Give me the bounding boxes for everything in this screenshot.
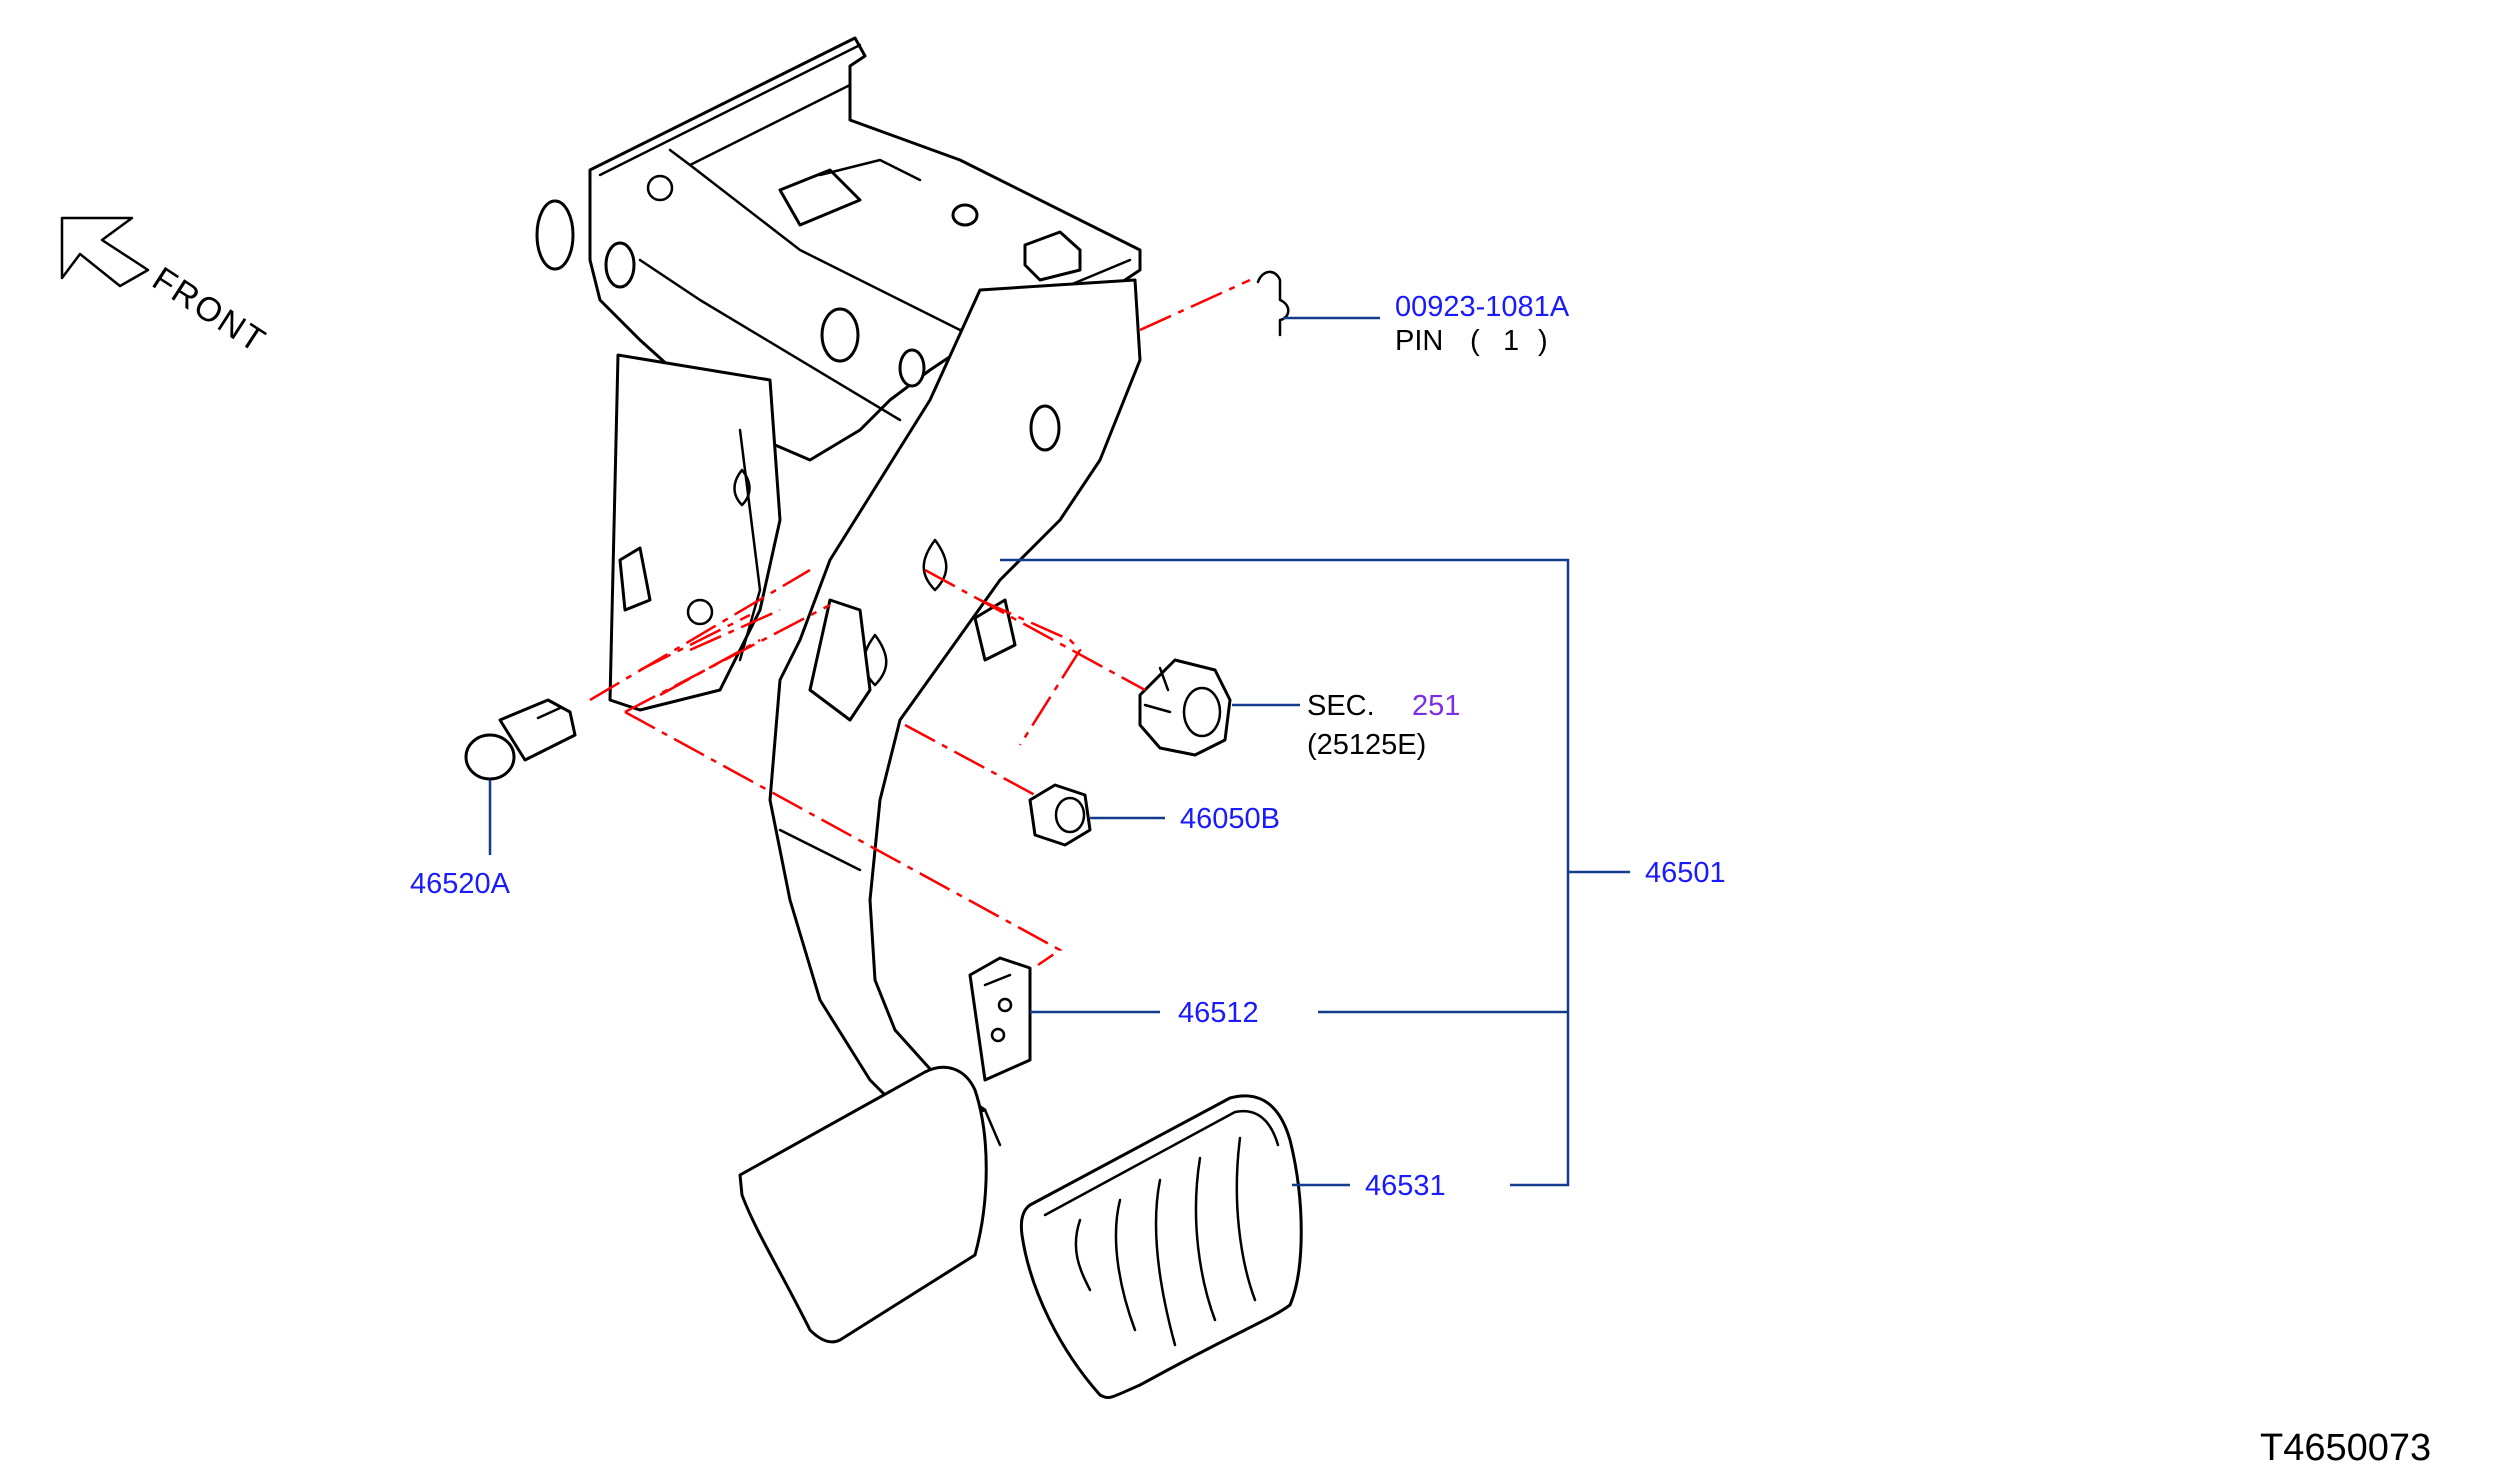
pedal-arm xyxy=(768,278,1142,1147)
section-subnumber-25125e: (25125E) xyxy=(1307,729,1426,761)
pedal-pad-46531 xyxy=(1019,1094,1303,1399)
pin-qty-open: ( xyxy=(1470,325,1480,357)
part-number-46531: 46531 xyxy=(1365,1170,1446,1202)
phantom-alignment-lines xyxy=(589,278,1251,967)
pin-qty-close: ) xyxy=(1538,325,1548,357)
section-number-251: 251 xyxy=(1412,690,1460,722)
pedal-support-bracket xyxy=(535,36,1142,712)
pedal-pad-left xyxy=(738,1065,988,1344)
collar-46050b xyxy=(1028,783,1092,847)
part-number-00923-1081a: 00923-1081A xyxy=(1395,291,1570,323)
section-label: SEC. xyxy=(1307,690,1375,722)
part-number-46520a: 46520A xyxy=(410,868,511,900)
pin-00923-1081a xyxy=(1256,270,1290,337)
clevis-pin-46520a xyxy=(464,698,577,781)
front-direction-label: FRONT xyxy=(146,260,273,361)
bushing-sec-251 xyxy=(1138,658,1232,757)
bracket-46512 xyxy=(968,956,1032,1082)
part-name-pin: PIN xyxy=(1395,325,1443,357)
part-number-46501: 46501 xyxy=(1645,857,1726,889)
front-arrow-icon xyxy=(60,216,150,288)
drawing-number: T4650073 xyxy=(2260,1427,2431,1469)
part-number-46050b: 46050B xyxy=(1180,803,1280,835)
part-number-46512: 46512 xyxy=(1178,997,1259,1029)
leader-lines xyxy=(488,316,1630,1187)
pin-qty: 1 xyxy=(1503,325,1519,357)
